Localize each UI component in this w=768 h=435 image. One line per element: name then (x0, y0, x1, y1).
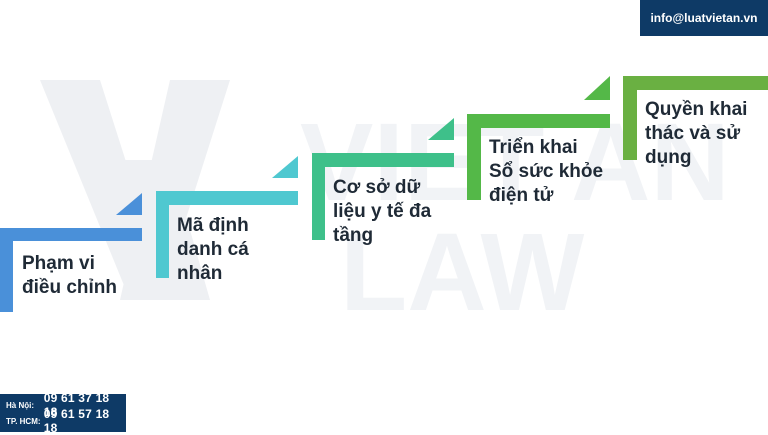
email-text[interactable]: info@luatvietan.vn (650, 11, 758, 25)
phone-number[interactable]: 09 61 57 18 18 (43, 407, 110, 435)
phone-city-label: TP. HCM: (6, 416, 41, 426)
step-3-label: Cơ sở dữ liệu y tế đa tầng (333, 177, 432, 246)
phone-contact-box: Hà Nội: 09 61 37 18 18 TP. HCM: 09 61 57… (0, 391, 126, 435)
email-badge[interactable]: info@luatvietan.vn (640, 0, 768, 36)
step-2-label: Mã định danh cá nhân (177, 215, 249, 284)
phone-row-hcm[interactable]: TP. HCM: 09 61 57 18 18 (6, 407, 126, 435)
phone-row-hanoi[interactable]: Hà Nội: 09 61 37 18 18 (6, 391, 126, 419)
step-2-shape (156, 156, 298, 278)
step-5-shape (623, 76, 768, 160)
phone-number[interactable]: 09 61 37 18 18 (43, 391, 110, 419)
step-4-shape (467, 76, 610, 200)
step-1-label: Phạm vi điều chỉnh (22, 253, 117, 298)
step-1-shape (0, 193, 142, 312)
step-5-label: Quyền khai thác và sử dụng (645, 99, 748, 168)
step-3-shape (312, 118, 454, 240)
watermark-text-2: LAW (340, 211, 585, 334)
step-4-label: Triển khai Sổ sức khỏe điện tử (489, 137, 604, 206)
phone-city-label: Hà Nội: (6, 400, 34, 410)
